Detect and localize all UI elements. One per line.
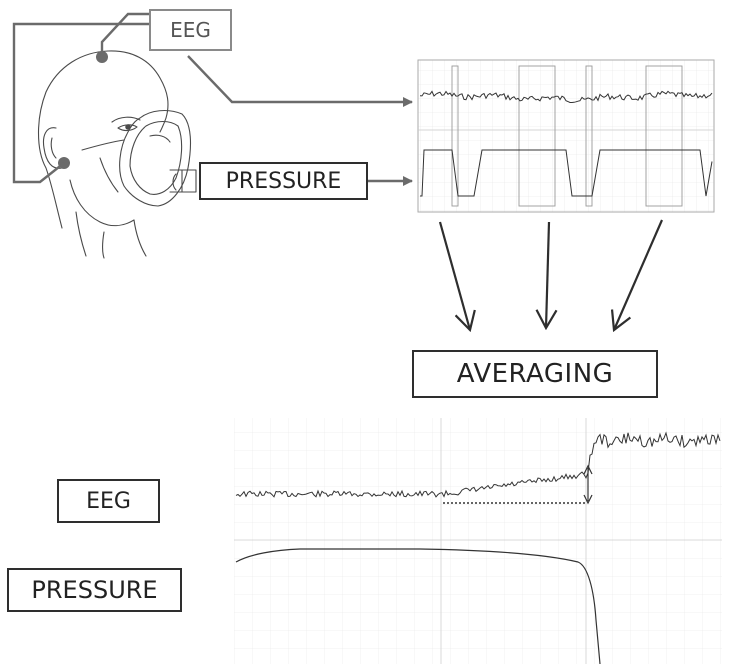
pressure-source-label: PRESSURE [225,168,342,194]
averaged-eeg-trace [235,431,721,498]
pressure-source-box: PRESSURE [199,162,368,200]
head-illustration [38,50,197,259]
raw-recording-chart [417,59,715,213]
averaged-eeg-label: EEG [86,488,131,514]
eeg-source-label: EEG [170,18,211,42]
averaged-pressure-label: PRESSURE [31,576,158,604]
averaging-box: AVERAGING [412,350,658,398]
eeg-to-chart-connector [187,55,413,107]
eeg-source-box: EEG [149,9,232,51]
averaged-pressure-trace [235,548,601,665]
averaging-label: AVERAGING [456,359,614,389]
averaged-pressure-box: PRESSURE [7,568,182,612]
averaged-chart [234,418,722,665]
amplitude-marker-icon [583,464,593,505]
raw-eeg-trace [419,90,713,103]
averaging-arrows [438,219,664,330]
averaged-eeg-box: EEG [57,479,160,523]
eeg-lead-wires [12,12,150,184]
raw-pressure-trace [420,149,713,197]
